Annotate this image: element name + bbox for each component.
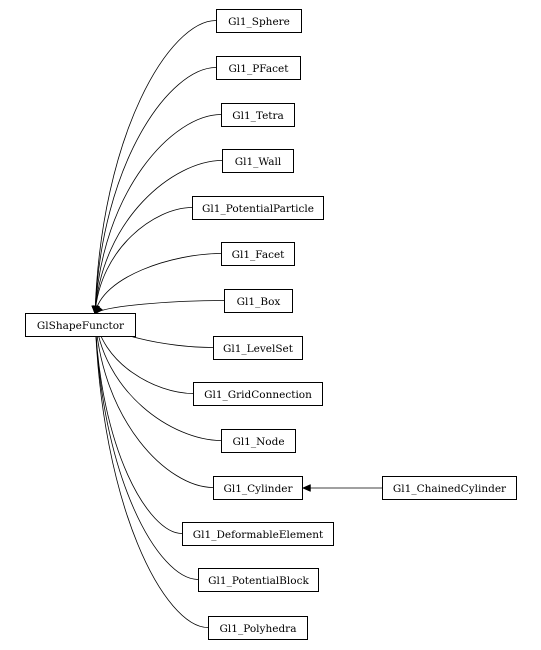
class-node-potentialblock[interactable]: Gl1_PotentialBlock [198,568,319,592]
class-node-box [222,149,294,173]
class-node-levelset[interactable]: Gl1_LevelSet [213,336,303,360]
class-node-label: GlShapeFunctor [37,320,125,332]
class-node-pfacet[interactable]: Gl1_PFacet [216,56,301,80]
class-node-box [221,103,295,127]
class-node-deformableelement[interactable]: Gl1_DeformableElement [182,522,334,546]
class-node-label: Gl1_Box [237,296,281,308]
class-node-box [216,56,301,80]
class-node-box [182,522,334,546]
class-node-label: Gl1_DeformableElement [193,529,324,541]
class-node-label: Gl1_Wall [235,156,282,168]
arrowhead-chainedcylinder [301,484,311,492]
class-node-label: Gl1_PotentialBlock [208,575,309,587]
class-node-box [216,9,302,33]
inheritance-edge-node [94,313,222,441]
class-node-facet[interactable]: Gl1_Facet [221,242,295,266]
class-node-box [221,242,295,266]
inheritance-edge-facet [94,253,222,315]
class-node-base[interactable]: GlShapeFunctor [25,313,136,337]
class-node-gridconnection[interactable]: Gl1_GridConnection [193,382,323,406]
class-node-tetra[interactable]: Gl1_Tetra [221,103,295,127]
class-node-label: Gl1_Tetra [232,110,284,122]
class-node-label: Gl1_PotentialParticle [202,203,314,215]
class-node-box [382,476,517,500]
inheritance-edge-sphere [94,20,217,315]
inheritance-edge-polyhedra [94,313,209,628]
class-node-label: Gl1_GridConnection [204,389,312,401]
class-node-cylinder[interactable]: Gl1_Cylinder [213,476,303,500]
class-node-label: Gl1_Cylinder [223,483,293,495]
class-node-box [213,336,303,360]
class-node-label: Gl1_Facet [232,249,286,261]
arrowhead-box [94,305,104,315]
inheritance-edge-cylinder [94,313,214,488]
class-node-label: Gl1_LevelSet [223,343,294,355]
class-node-polyhedra[interactable]: Gl1_Polyhedra [208,616,308,640]
class-node-box [221,429,296,453]
class-node-box [193,382,323,406]
inheritance-edge-box [94,300,225,315]
inheritance-edge-tetra [94,114,222,315]
inheritance-edge-potentialblock [94,313,199,580]
class-node-sphere[interactable]: Gl1_Sphere [216,9,302,33]
class-node-label: Gl1_Sphere [228,16,290,28]
class-node-potentialparticle[interactable]: Gl1_PotentialParticle [192,196,324,220]
class-node-label: Gl1_Polyhedra [220,623,297,635]
class-node-wall[interactable]: Gl1_Wall [222,149,294,173]
class-node-box [208,616,308,640]
class-node-chainedcylinder[interactable]: Gl1_ChainedCylinder [382,476,517,500]
inheritance-edge-pfacet [94,67,217,315]
class-node-box [192,196,324,220]
class-node-label: Gl1_ChainedCylinder [393,483,507,495]
class-node-label: Gl1_Node [232,436,284,448]
inheritance-edge-wall [94,160,223,315]
class-node-label: Gl1_PFacet [229,63,290,75]
inheritance-edge-deformableelement [94,313,183,534]
class-node-node[interactable]: Gl1_Node [221,429,296,453]
class-node-box [224,289,293,313]
inheritance-edge-potentialparticle [94,207,193,315]
class-node-box [198,568,319,592]
class-node-box [25,313,136,337]
class-node-box [213,476,303,500]
class-node-box[interactable]: Gl1_Box [224,289,293,313]
class-nodes: GlShapeFunctor Gl1_SphereGl1_PFacetGl1_Te… [25,9,517,640]
